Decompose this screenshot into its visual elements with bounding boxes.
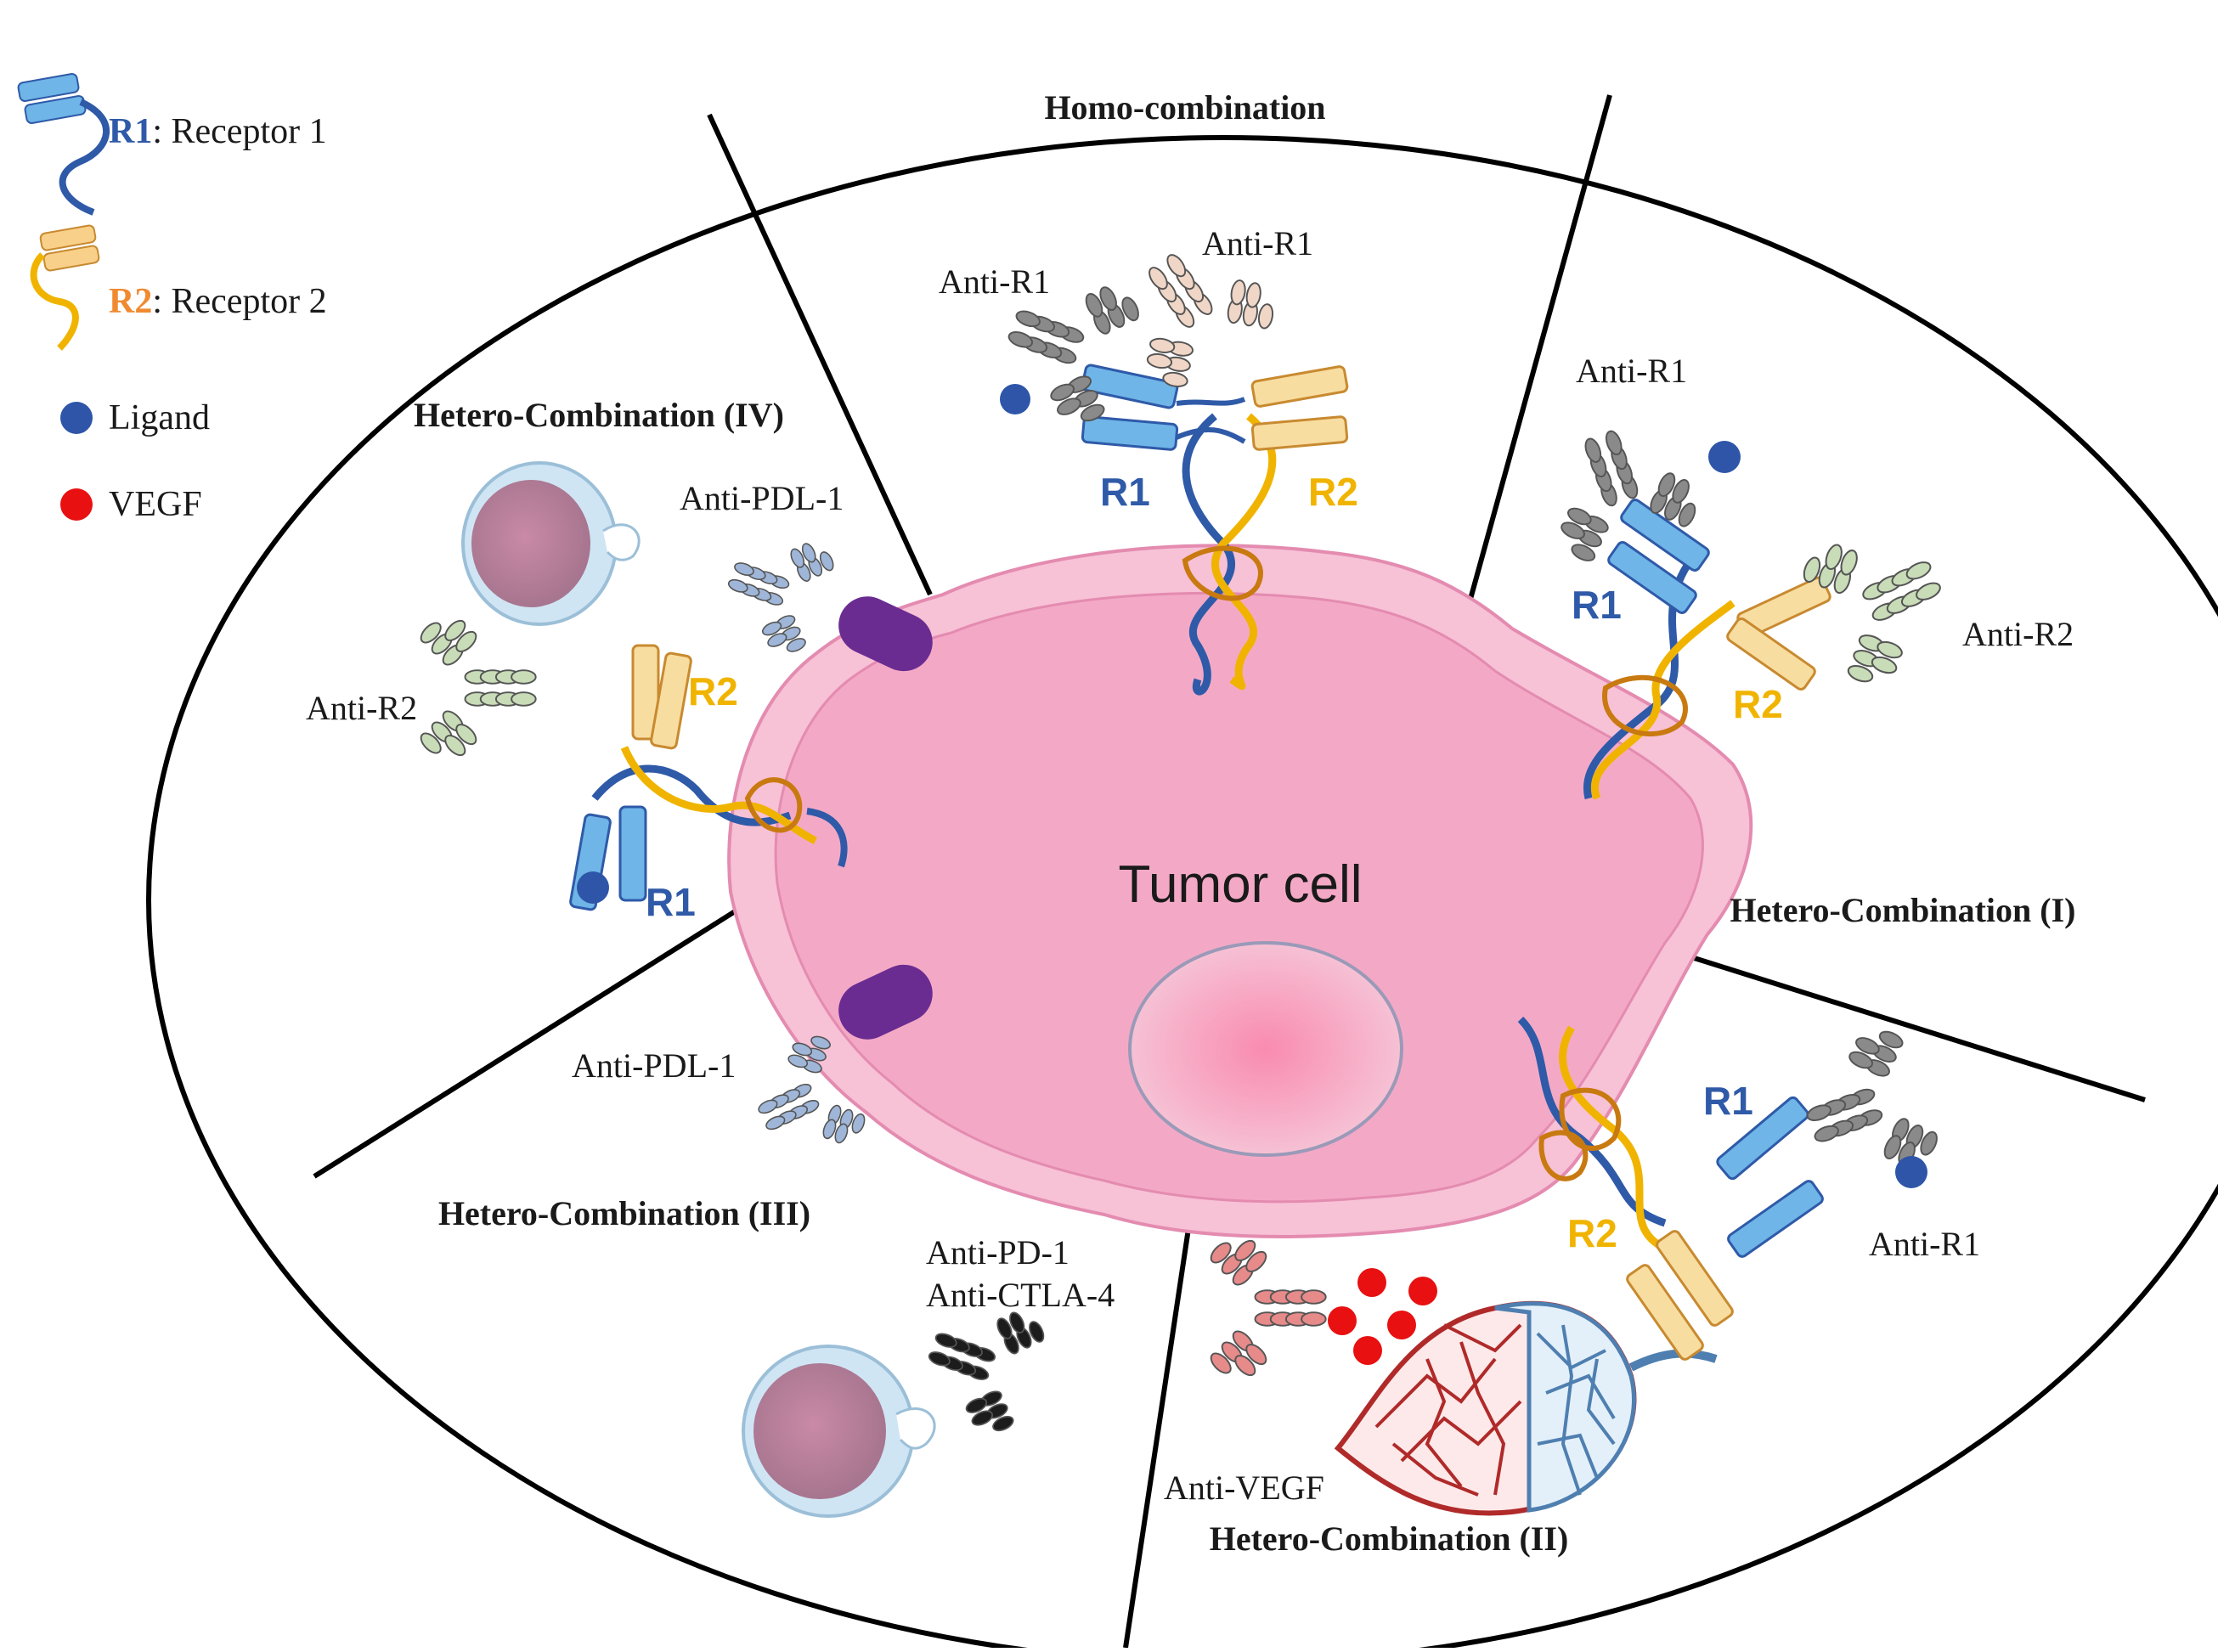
h1-r2-label: R2 <box>1733 682 1783 726</box>
legend-r2-text: : Receptor 2 <box>152 282 326 321</box>
h2-blood-vessel <box>1334 1300 1718 1516</box>
homo-anti-r1-left-label: Anti-R1 <box>939 262 1050 301</box>
homo-r1-label: R1 <box>1100 470 1150 514</box>
pdl1-upper <box>838 596 933 672</box>
h1-r1-label: R1 <box>1572 583 1622 627</box>
h1-anti-r2-label: Anti-R2 <box>1962 615 2074 653</box>
h4-r2-label: R2 <box>688 669 738 713</box>
h4-r1-label: R1 <box>646 880 696 924</box>
h3-anti-ctla4-label: Anti-CTLA-4 <box>926 1276 1115 1314</box>
legend-ligand-dot <box>60 402 93 434</box>
legend-receptor1-icon <box>17 73 110 216</box>
h4-anti-r2-label: Anti-R2 <box>306 689 417 727</box>
h3-anti-pd1-label: Anti-PD-1 <box>926 1233 1069 1271</box>
h4-ligand-dot <box>577 871 609 904</box>
h2-vegf-dots <box>1328 1268 1437 1365</box>
legend-r1-code: R1 <box>109 112 152 151</box>
lower-anti-r1-label: Anti-R1 <box>1869 1225 1980 1263</box>
title-hetero-iii: Hetero-Combination (III) <box>438 1194 810 1232</box>
h3-t-cell <box>742 1345 936 1518</box>
homo-anti-r1-right-label: Anti-R1 <box>1202 224 1313 262</box>
h1-ligand-dot <box>1708 441 1741 473</box>
svg-text:R1: Receptor 1: R1: Receptor 1 <box>109 112 327 151</box>
lower-r1-label: R1 <box>1703 1079 1753 1123</box>
lower-ligand-dot <box>1895 1156 1927 1188</box>
h4-anti-pdl1-label: Anti-PDL-1 <box>680 479 844 517</box>
title-hetero-iv: Hetero-Combination (IV) <box>414 396 784 434</box>
h1-receptor-complex <box>1583 499 1831 800</box>
legend-r1-text: : Receptor 1 <box>152 112 326 151</box>
legend-vegf-dot <box>60 488 93 521</box>
legend: R1: Receptor 1 R2: Receptor 2 Ligand VEG… <box>17 73 327 524</box>
h1-anti-r1-label: Anti-R1 <box>1576 352 1687 390</box>
title-hetero-i: Hetero-Combination (I) <box>1730 891 2076 929</box>
homo-r2-label: R2 <box>1308 470 1358 514</box>
h2-anti-vegf-label: Anti-VEGF <box>1164 1469 1324 1507</box>
lower-receptor-complex <box>1517 1016 1824 1361</box>
homo-ligand-dot <box>1000 384 1030 414</box>
homo-receptor-complex <box>1081 364 1349 696</box>
h3-anti-pdl1-label: Anti-PDL-1 <box>572 1046 736 1085</box>
title-hetero-ii: Hetero-Combination (II) <box>1210 1520 1569 1558</box>
legend-ligand-label: Ligand <box>109 398 210 437</box>
lower-r2-label: R2 <box>1567 1211 1617 1255</box>
legend-receptor2-icon <box>30 224 100 351</box>
nucleus <box>1128 941 1403 1157</box>
title-homo-combination: Homo-combination <box>1044 88 1325 127</box>
pdl1-lower <box>838 964 933 1040</box>
section-dividers <box>313 94 2146 1649</box>
legend-r2-code: R2 <box>109 282 152 321</box>
tumor-cell-inner <box>774 591 1704 1204</box>
h4-t-cell <box>461 461 641 626</box>
tumor-cell-label: Tumor cell <box>1118 855 1362 914</box>
svg-text:R2: Receptor 2: R2: Receptor 2 <box>109 282 327 321</box>
h4-receptor-complex <box>569 644 848 911</box>
legend-vegf-label: VEGF <box>109 485 202 524</box>
